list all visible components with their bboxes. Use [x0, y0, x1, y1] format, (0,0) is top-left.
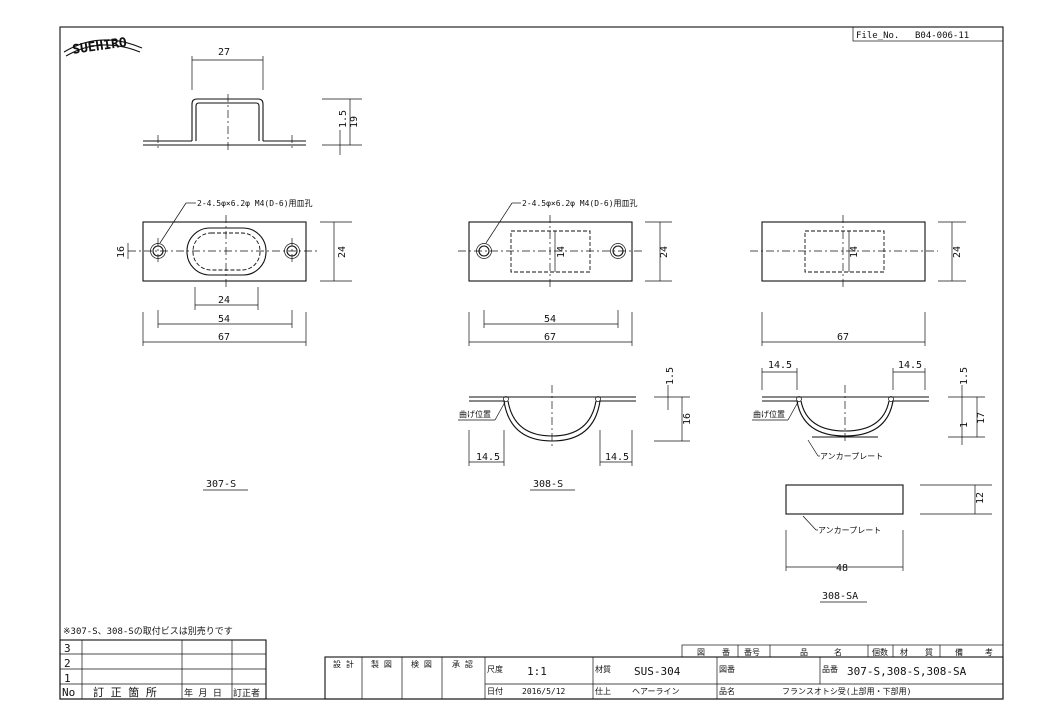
hole-note-308: 2-4.5φ×6.2φ M4(D-6)用皿孔 — [522, 199, 638, 208]
revision-table: 3 2 1 No 訂 正 箇 所 年 月 日 訂正者 — [59, 639, 267, 700]
tb-scale-label: 尺度 — [487, 664, 503, 674]
dim-length-67-308: 67 — [544, 332, 556, 343]
dim-left-14-5-308: 14.5 — [476, 452, 500, 463]
dim-plate-height-12: 12 — [975, 492, 986, 504]
parts-hdr-1: 番 — [722, 647, 730, 657]
tb-approve: 承 認 — [452, 659, 473, 669]
view-anchor-plate: 12 アンカープレート 48 — [785, 484, 992, 574]
suehiro-logo: SUEHIRO — [63, 35, 143, 58]
dim-depth-16: 16 — [682, 413, 693, 425]
bend-label-308: 曲げ位置 — [459, 409, 491, 419]
parts-hdr-9: 考 — [985, 648, 993, 657]
dim-thickness-1-5: 1.5 — [338, 110, 349, 128]
parts-hdr-7: 質 — [925, 647, 933, 657]
dim-thickness-308: 1.5 — [665, 367, 676, 385]
dim-inner-14-308sa: 14 — [849, 246, 860, 258]
label-308-s: 308-S — [533, 479, 563, 490]
tb-product-name-label: 品名 — [719, 686, 735, 696]
tb-date-label: 日付 — [487, 686, 503, 696]
tb-finish-label: 仕上 — [595, 686, 611, 696]
dim-length-67-308sa: 67 — [837, 332, 849, 343]
footnote: ※307-S、308-Sの取付ビスは別売りです — [63, 625, 233, 637]
dim-holes-54-307: 54 — [218, 314, 230, 325]
parts-hdr-6: 材 — [900, 647, 908, 657]
tb-finish: ヘアーライン — [632, 687, 680, 696]
rev-header-date: 年 月 日 — [184, 687, 222, 699]
dim-height-24-308: 24 — [659, 246, 670, 258]
rev-row-1: 1 — [64, 672, 71, 685]
svg-text:SUEHIRO: SUEHIRO — [71, 35, 128, 58]
drawing-border — [59, 26, 1004, 700]
file-no-label: File_No. — [856, 31, 899, 41]
dim-width-27: 27 — [218, 47, 230, 58]
view-308sa-side: 曲げ位置 14.5 14.5 1.5 1 17 アンカープレート — [752, 360, 987, 461]
title-block: 図 番 番号 品 名 個数 材 質 備 考 設 計 製 図 検 図 承 認 尺度… — [324, 644, 1004, 700]
tb-product-no: 307-S,308-S,308-SA — [847, 665, 967, 678]
dim-right-14-5-308: 14.5 — [605, 452, 629, 463]
dim-height-19: 19 — [349, 116, 360, 128]
tb-design: 設 計 — [333, 659, 354, 669]
tb-material: SUS-304 — [634, 665, 681, 678]
dim-total-17: 17 — [976, 412, 987, 424]
dim-length-67-307: 67 — [218, 332, 230, 343]
dim-gap-1: 1 — [959, 422, 970, 428]
rev-header-no: No — [62, 686, 75, 699]
dim-holes-54-308: 54 — [544, 314, 556, 325]
tb-check: 検 図 — [411, 659, 432, 669]
tb-product-name: フランスオトシ受(上部用・下部用) — [782, 686, 911, 696]
bend-label-308sa: 曲げ位置 — [753, 409, 785, 419]
file-no-box — [852, 26, 1004, 42]
parts-hdr-8: 備 — [955, 647, 963, 657]
dim-slot-24: 24 — [218, 295, 230, 306]
view-308-plan: 2-4.5φ×6.2φ M4(D-6)用皿孔 14 24 54 67 — [458, 199, 672, 346]
parts-hdr-3: 品 — [800, 648, 808, 657]
dim-height-24-308sa: 24 — [952, 246, 963, 258]
view-307-plan: 2-4.5φ×6.2φ M4(D-6)用皿孔 16 24 24 54 67 — [116, 199, 352, 346]
parts-hdr-2: 番号 — [744, 647, 760, 657]
tb-product-no-label: 品番 — [822, 664, 838, 674]
label-307-s: 307-S — [206, 479, 236, 490]
hole-note-307: 2-4.5φ×6.2φ M4(D-6)用皿孔 — [197, 199, 313, 208]
rev-row-3: 3 — [64, 642, 71, 655]
anchor-label-side: アンカープレート — [820, 452, 883, 461]
view-308-side: 曲げ位置 1.5 16 14.5 14.5 — [458, 367, 693, 466]
rev-header-place: 訂 正 箇 所 — [93, 685, 157, 699]
dim-left-14-5-308sa: 14.5 — [768, 360, 792, 371]
rev-row-2: 2 — [64, 657, 71, 670]
tb-scale: 1:1 — [527, 665, 547, 678]
dim-inner-14-308: 14 — [556, 246, 567, 258]
tb-date: 2016/5/12 — [522, 687, 566, 696]
tb-drawing-no-label: 図番 — [719, 664, 735, 674]
parts-hdr-4: 名 — [834, 647, 842, 657]
tb-draw: 製 図 — [371, 659, 392, 669]
dim-plate-width-48: 48 — [836, 563, 848, 574]
dim-height-24-307: 24 — [337, 246, 348, 258]
view-308sa-plan: 14 24 67 — [750, 215, 966, 346]
dim-thickness-308sa: 1.5 — [959, 367, 970, 385]
dim-pitch-16: 16 — [116, 246, 127, 258]
label-308-sa: 308-SA — [822, 591, 858, 602]
view-307-elevation: 27 1.5 19 — [143, 47, 362, 155]
rev-header-by: 訂正者 — [233, 687, 260, 699]
dim-right-14-5-308sa: 14.5 — [898, 360, 922, 371]
parts-hdr-5: 個数 — [872, 647, 888, 657]
anchor-label-plate: アンカープレート — [818, 526, 881, 535]
file-no-value: B04-006-11 — [915, 31, 969, 41]
parts-hdr-0: 図 — [697, 648, 705, 657]
tb-material-label: 材質 — [595, 664, 611, 674]
